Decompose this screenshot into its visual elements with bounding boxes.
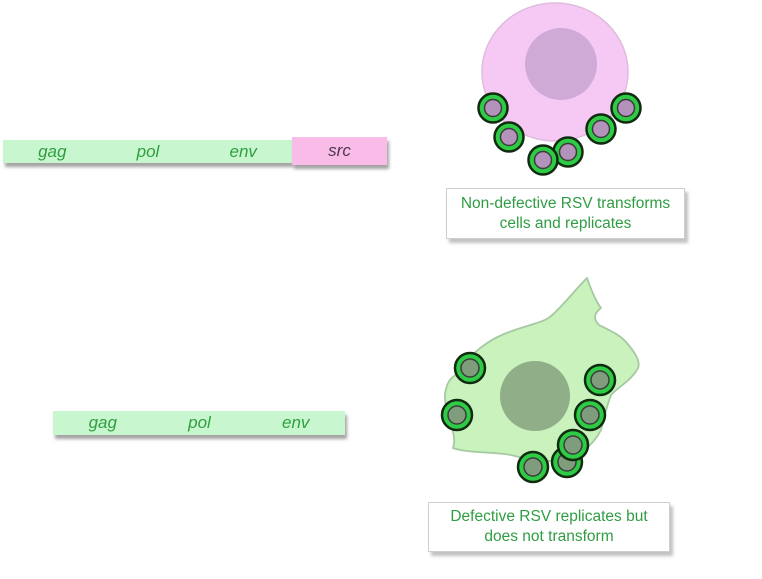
virus-particle [552, 136, 584, 168]
virus-particle [440, 398, 474, 432]
host-cell-nucleus [525, 28, 597, 100]
gene-label-gag: gag [88, 413, 117, 432]
gene-label-env: env [281, 413, 310, 432]
caption-defective-line1: Defective RSV replicates but [450, 508, 648, 525]
virus-particles-defective [440, 351, 617, 484]
virus-particle [610, 92, 642, 124]
genome-bar-defective: gag pol env [53, 411, 345, 435]
virus-particle [573, 398, 607, 432]
oncogene-src-segment: src [292, 137, 387, 165]
virus-particle [527, 144, 559, 176]
virus-particle [453, 351, 487, 385]
transformed-cell-nucleus [500, 361, 570, 431]
nondefective-cell-figure [477, 2, 642, 176]
caption-nondefective-line1: Non-defective RSV transforms [460, 194, 671, 212]
virus-particles-nondefective [477, 92, 642, 176]
virus-particle [583, 363, 617, 397]
gene-label-env: env [229, 141, 257, 161]
virus-particle [556, 428, 590, 462]
caption-nondefective-line2: cells and replicates [499, 214, 632, 232]
gene-label-pol: pol [188, 413, 211, 432]
genome-bar-nondefective: gag pol env [3, 140, 292, 163]
caption-defective-line2: does not transform [484, 528, 614, 545]
virus-particle [585, 113, 617, 145]
virus-particle [516, 450, 550, 484]
caption-defective: Defective RSV replicates but does not tr… [428, 502, 670, 552]
defective-cell-figure [440, 277, 640, 484]
gene-label-src: src [328, 141, 351, 160]
virus-particle [477, 92, 509, 124]
caption-nondefective: Non-defective RSV transforms cells and r… [446, 188, 685, 239]
gene-label-gag: gag [38, 141, 67, 161]
gene-label-pol: pol [136, 141, 160, 161]
virus-particle [493, 121, 525, 153]
